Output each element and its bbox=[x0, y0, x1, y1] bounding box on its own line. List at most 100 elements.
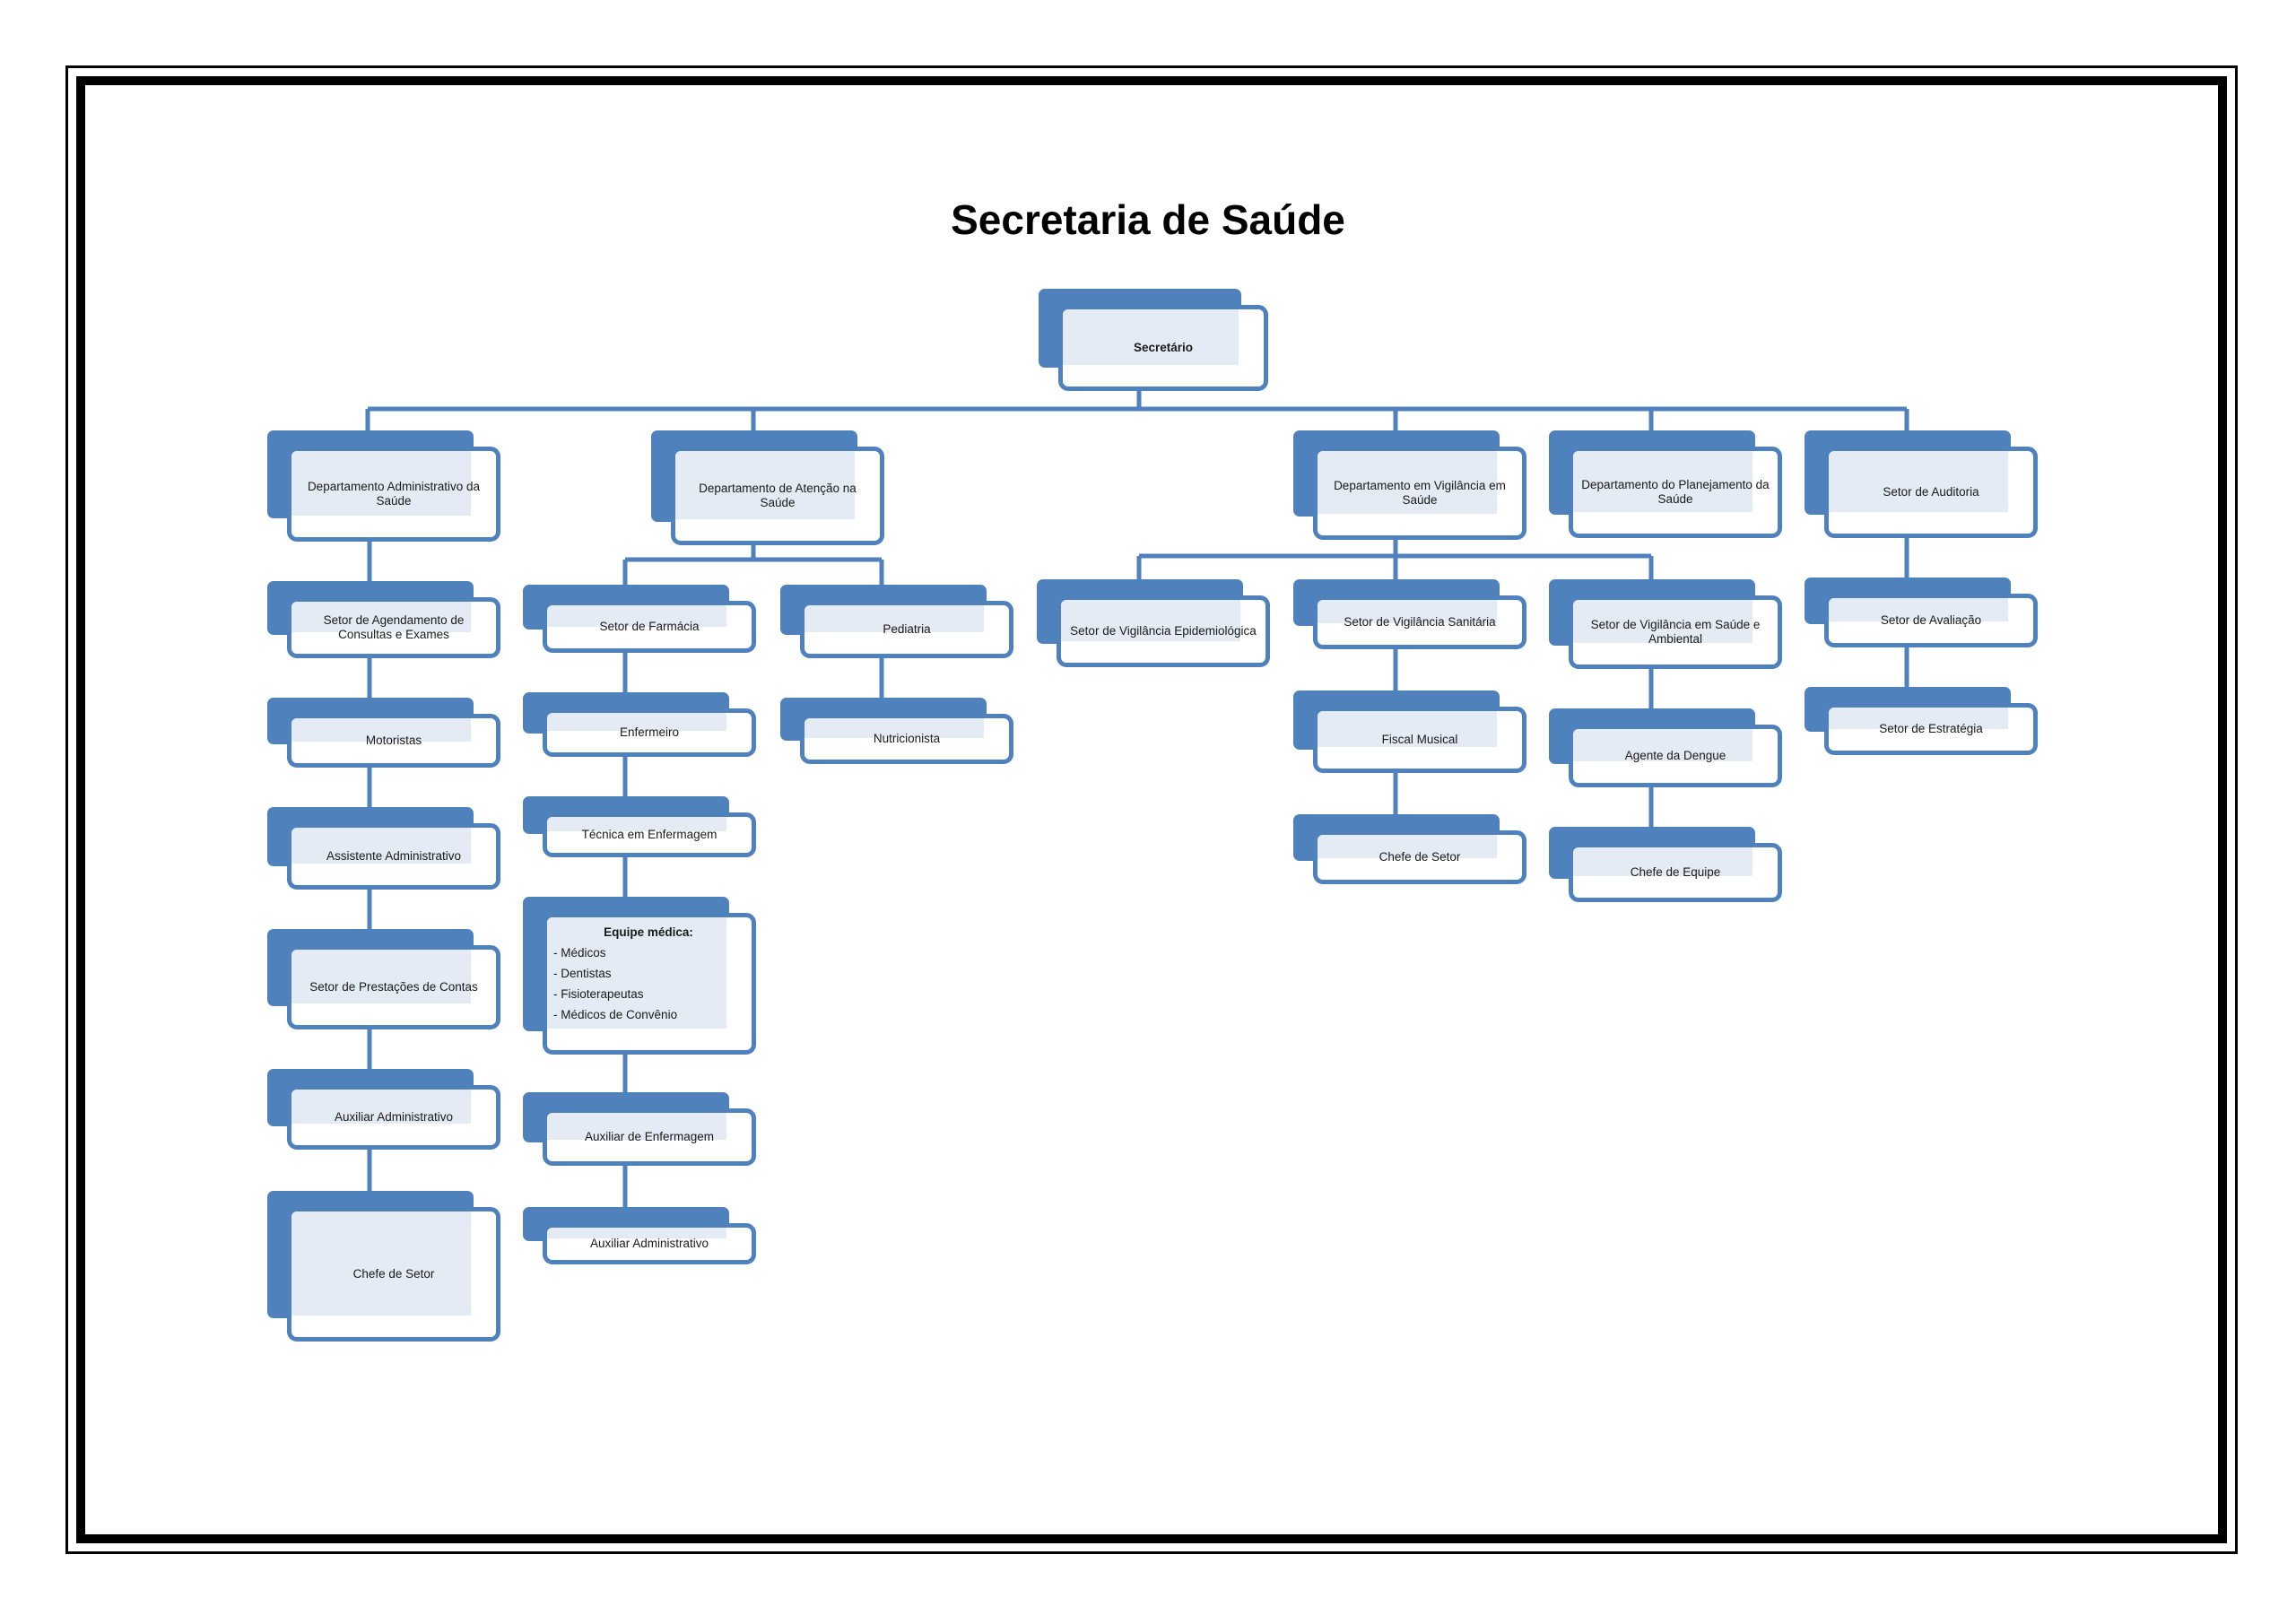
node-shade bbox=[291, 451, 471, 516]
node-front-panel bbox=[543, 1223, 756, 1264]
node-label-tecnica-enfermagem: Técnica em Enfermagem bbox=[581, 828, 718, 841]
node-shade bbox=[804, 718, 984, 738]
node-front-panel bbox=[543, 913, 756, 1055]
node-label-setor-estrategia: Setor de Estratégia bbox=[1879, 722, 1983, 735]
node-label-admin-chefe: Chefe de Setor bbox=[352, 1267, 435, 1281]
node-shade bbox=[291, 602, 471, 632]
node-shade bbox=[291, 718, 471, 742]
node-shade bbox=[1318, 835, 1497, 858]
node-front-panel bbox=[287, 447, 500, 542]
org-node-sanitaria-chefe: Chefe de Setor bbox=[1293, 814, 1526, 884]
node-label-secretario: Secretário bbox=[1133, 341, 1194, 354]
org-node-pediatria: Pediatria bbox=[780, 585, 1013, 658]
node-shade bbox=[547, 817, 726, 831]
node-front-panel bbox=[1569, 447, 1782, 538]
org-node-vig-sanitaria: Setor de Vigilância Sanitária bbox=[1293, 579, 1526, 649]
node-front-panel bbox=[800, 601, 1013, 658]
org-node-vig-ambiental: Setor de Vigilância em Saúde e Ambiental bbox=[1549, 579, 1782, 669]
node-shade bbox=[1573, 600, 1752, 643]
node-front-panel bbox=[1569, 725, 1782, 787]
org-node-admin-agendamento: Setor de Agendamento de Consultas e Exam… bbox=[267, 581, 500, 658]
node-label-admin-assistente: Assistente Administrativo bbox=[326, 849, 462, 863]
node-label-pediatria: Pediatria bbox=[883, 622, 931, 636]
node-front-panel bbox=[1313, 447, 1526, 540]
chart-title: Secretaria de Saúde bbox=[951, 196, 1345, 243]
org-node-dept-planejamento: Departamento do Planejamento da Saúde bbox=[1549, 430, 1782, 538]
node-shade bbox=[547, 917, 726, 1029]
node-shade bbox=[547, 1228, 726, 1238]
org-node-farmacia: Setor de Farmácia bbox=[523, 585, 756, 653]
node-front-panel bbox=[1057, 595, 1270, 667]
org-node-setor-avaliacao: Setor de Avaliação bbox=[1805, 578, 2038, 647]
node-label-setor-auditoria: Setor de Auditoria bbox=[1883, 485, 1979, 499]
node-shade bbox=[1318, 600, 1497, 623]
node-shade bbox=[547, 605, 726, 627]
org-node-setor-estrategia: Setor de Estratégia bbox=[1805, 687, 2038, 755]
node-shade bbox=[1573, 451, 1752, 512]
node-front-panel bbox=[543, 1108, 756, 1166]
node-front-panel bbox=[287, 1085, 500, 1150]
equipe-medica-content: Equipe médica:- Médicos- Dentistas- Fisi… bbox=[546, 920, 751, 1047]
node-front-panel bbox=[800, 714, 1013, 764]
node-label-fiscal-musical: Fiscal Musical bbox=[1381, 733, 1458, 746]
node-label-agente-dengue: Agente da Dengue bbox=[1624, 749, 1726, 762]
org-node-setor-auditoria: Setor de Auditoria bbox=[1805, 430, 2038, 538]
org-node-atencao-auxiliar-admin: Auxiliar Administrativo bbox=[523, 1207, 756, 1264]
org-node-admin-auxiliar: Auxiliar Administrativo bbox=[267, 1069, 500, 1150]
org-node-admin-prestacoes: Setor de Prestações de Contas bbox=[267, 929, 500, 1029]
org-node-auxiliar-enfermagem: Auxiliar de Enfermagem bbox=[523, 1092, 756, 1166]
node-shade bbox=[1829, 598, 2008, 621]
equipe-medica-item: - Fisioterapeutas bbox=[553, 987, 644, 1001]
node-shade bbox=[1573, 847, 1752, 876]
org-node-fiscal-musical: Fiscal Musical bbox=[1293, 690, 1526, 773]
node-label-dept-atencao: Departamento de Atenção na Saúde bbox=[699, 482, 857, 509]
org-node-tecnica-enfermagem: Técnica em Enfermagem bbox=[523, 796, 756, 857]
node-shade bbox=[804, 605, 984, 632]
node-front-panel bbox=[671, 447, 884, 545]
org-node-vig-epidemiologica: Setor de Vigilância Epidemiológica bbox=[1037, 579, 1270, 667]
node-front-panel bbox=[1824, 447, 2038, 538]
node-label-atencao-auxiliar-admin: Auxiliar Administrativo bbox=[589, 1237, 709, 1250]
node-front-panel bbox=[1824, 594, 2038, 647]
org-node-equipe-medica: Equipe médica:- Médicos- Dentistas- Fisi… bbox=[523, 897, 756, 1055]
org-node-nutricionista: Nutricionista bbox=[780, 698, 1013, 764]
org-node-dept-vigilancia: Departamento em Vigilância em Saúde bbox=[1293, 430, 1526, 540]
node-label-dept-planejamento: Departamento do Planejamento da Saúde bbox=[1581, 478, 1770, 506]
equipe-medica-item: - Médicos bbox=[553, 946, 606, 960]
node-label-vig-epidemiologica: Setor de Vigilância Epidemiológica bbox=[1070, 624, 1257, 638]
node-label-admin-motoristas: Motoristas bbox=[365, 734, 422, 747]
node-label-auxiliar-enfermagem: Auxiliar de Enfermagem bbox=[584, 1130, 715, 1143]
node-front-panel bbox=[1824, 703, 2038, 755]
node-front-panel bbox=[287, 1207, 500, 1342]
equipe-medica-item: - Médicos de Convênio bbox=[553, 1008, 678, 1021]
node-label-dept-admin: Departamento Administrativo da Saúde bbox=[307, 480, 481, 508]
node-shade bbox=[291, 1090, 471, 1124]
inner-page-border bbox=[76, 76, 2227, 1543]
node-front-panel bbox=[1313, 595, 1526, 649]
node-shade bbox=[291, 828, 471, 864]
org-node-admin-chefe: Chefe de Setor bbox=[267, 1191, 500, 1342]
outer-page-border bbox=[65, 65, 2238, 1554]
org-node-dept-atencao: Departamento de Atenção na Saúde bbox=[651, 430, 884, 545]
node-shade bbox=[675, 451, 855, 519]
node-front-panel bbox=[287, 597, 500, 658]
node-shade bbox=[1829, 708, 2008, 729]
node-label-farmacia: Setor de Farmácia bbox=[599, 620, 700, 633]
node-label-dept-vigilancia: Departamento em Vigilância em Saúde bbox=[1334, 479, 1506, 507]
node-front-panel bbox=[1569, 843, 1782, 902]
node-front-panel bbox=[543, 708, 756, 757]
node-front-panel bbox=[1569, 595, 1782, 669]
org-node-enfermeiro: Enfermeiro bbox=[523, 692, 756, 757]
node-label-chefe-equipe: Chefe de Equipe bbox=[1630, 865, 1721, 879]
node-front-panel bbox=[1313, 830, 1526, 884]
node-shade bbox=[1829, 451, 2008, 512]
node-front-panel bbox=[287, 714, 500, 768]
node-front-panel bbox=[287, 945, 500, 1029]
node-shade bbox=[1061, 600, 1240, 641]
node-shade bbox=[291, 950, 471, 1003]
org-node-admin-assistente: Assistente Administrativo bbox=[267, 807, 500, 890]
node-label-nutricionista: Nutricionista bbox=[873, 732, 941, 745]
equipe-medica-item: - Dentistas bbox=[553, 967, 612, 980]
node-front-panel bbox=[543, 812, 756, 857]
